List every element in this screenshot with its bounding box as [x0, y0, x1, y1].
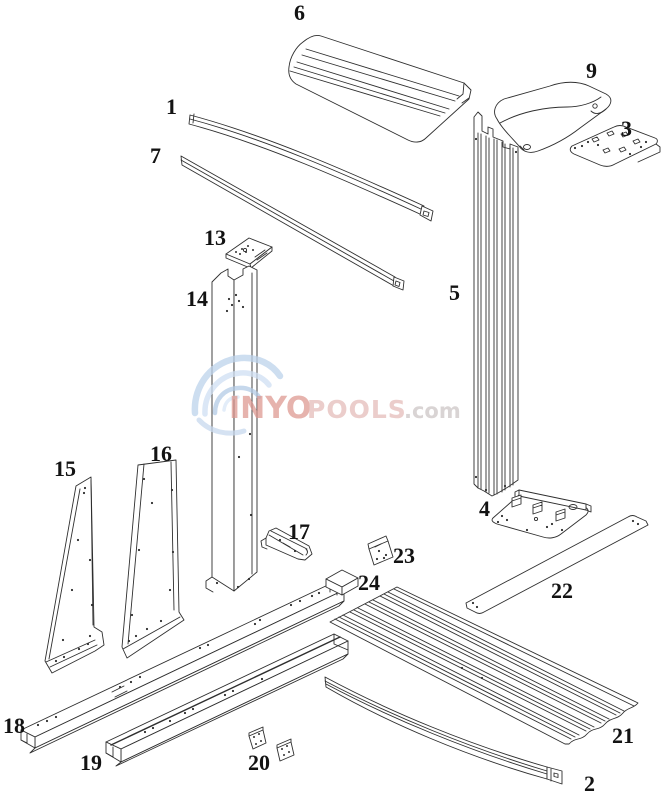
- part-16-drawing: [121, 459, 185, 659]
- part-label-19: 19: [80, 750, 102, 775]
- part-label-16: 16: [150, 441, 172, 466]
- part-21-drawing: [329, 586, 639, 745]
- part-label-5: 5: [449, 280, 460, 305]
- watermark-text-segment-0: INYO: [229, 391, 311, 426]
- part-18-drawing: [20, 583, 345, 754]
- watermark-text-segment-1: POOLS: [307, 395, 407, 424]
- part-label-7: 7: [150, 143, 161, 168]
- part-6-drawing: [288, 34, 472, 143]
- part-13-drawing: [225, 237, 273, 269]
- part-17-drawing: [260, 527, 313, 561]
- part-9-drawing: [494, 81, 612, 153]
- part-7-drawing: [180, 155, 405, 291]
- part-label-24: 24: [358, 570, 380, 595]
- part-label-23: 23: [393, 543, 415, 568]
- part-label-9: 9: [586, 58, 597, 83]
- part-label-14: 14: [186, 286, 208, 311]
- part-4-drawing: [491, 489, 592, 539]
- part-20-drawing: [248, 726, 295, 762]
- part-3-drawing: [569, 125, 661, 167]
- part-1-drawing: [188, 113, 434, 222]
- part-label-15: 15: [54, 456, 76, 481]
- part-labels: 6 17 9 3 13 14 5 15 16 17 23 24 4 22 18 19 20 21 2: [3, 0, 634, 796]
- part-label-22: 22: [551, 578, 573, 603]
- part-label-1: 1: [166, 94, 177, 119]
- part-label-13: 13: [204, 225, 226, 250]
- part-23-drawing: [367, 535, 394, 566]
- watermark-text-segment-2: .com: [404, 399, 461, 423]
- part-14-drawing: [205, 265, 258, 593]
- part-label-17: 17: [288, 519, 310, 544]
- inyopools-logo-swirl-icon: [191, 354, 284, 436]
- part-5-drawing: [473, 111, 519, 497]
- part-2-drawing: [324, 676, 563, 785]
- part-label-4: 4: [479, 496, 490, 521]
- part-15-drawing: [44, 476, 105, 674]
- part-19-drawing: [105, 633, 349, 767]
- part-24-drawing: [325, 569, 359, 596]
- part-22-drawing: [465, 515, 649, 614]
- part-label-21: 21: [612, 723, 634, 748]
- part-label-20: 20: [248, 750, 270, 775]
- part-label-18: 18: [3, 713, 25, 738]
- part-label-3: 3: [621, 116, 632, 141]
- part-label-2: 2: [584, 771, 595, 796]
- part-label-6: 6: [294, 0, 305, 25]
